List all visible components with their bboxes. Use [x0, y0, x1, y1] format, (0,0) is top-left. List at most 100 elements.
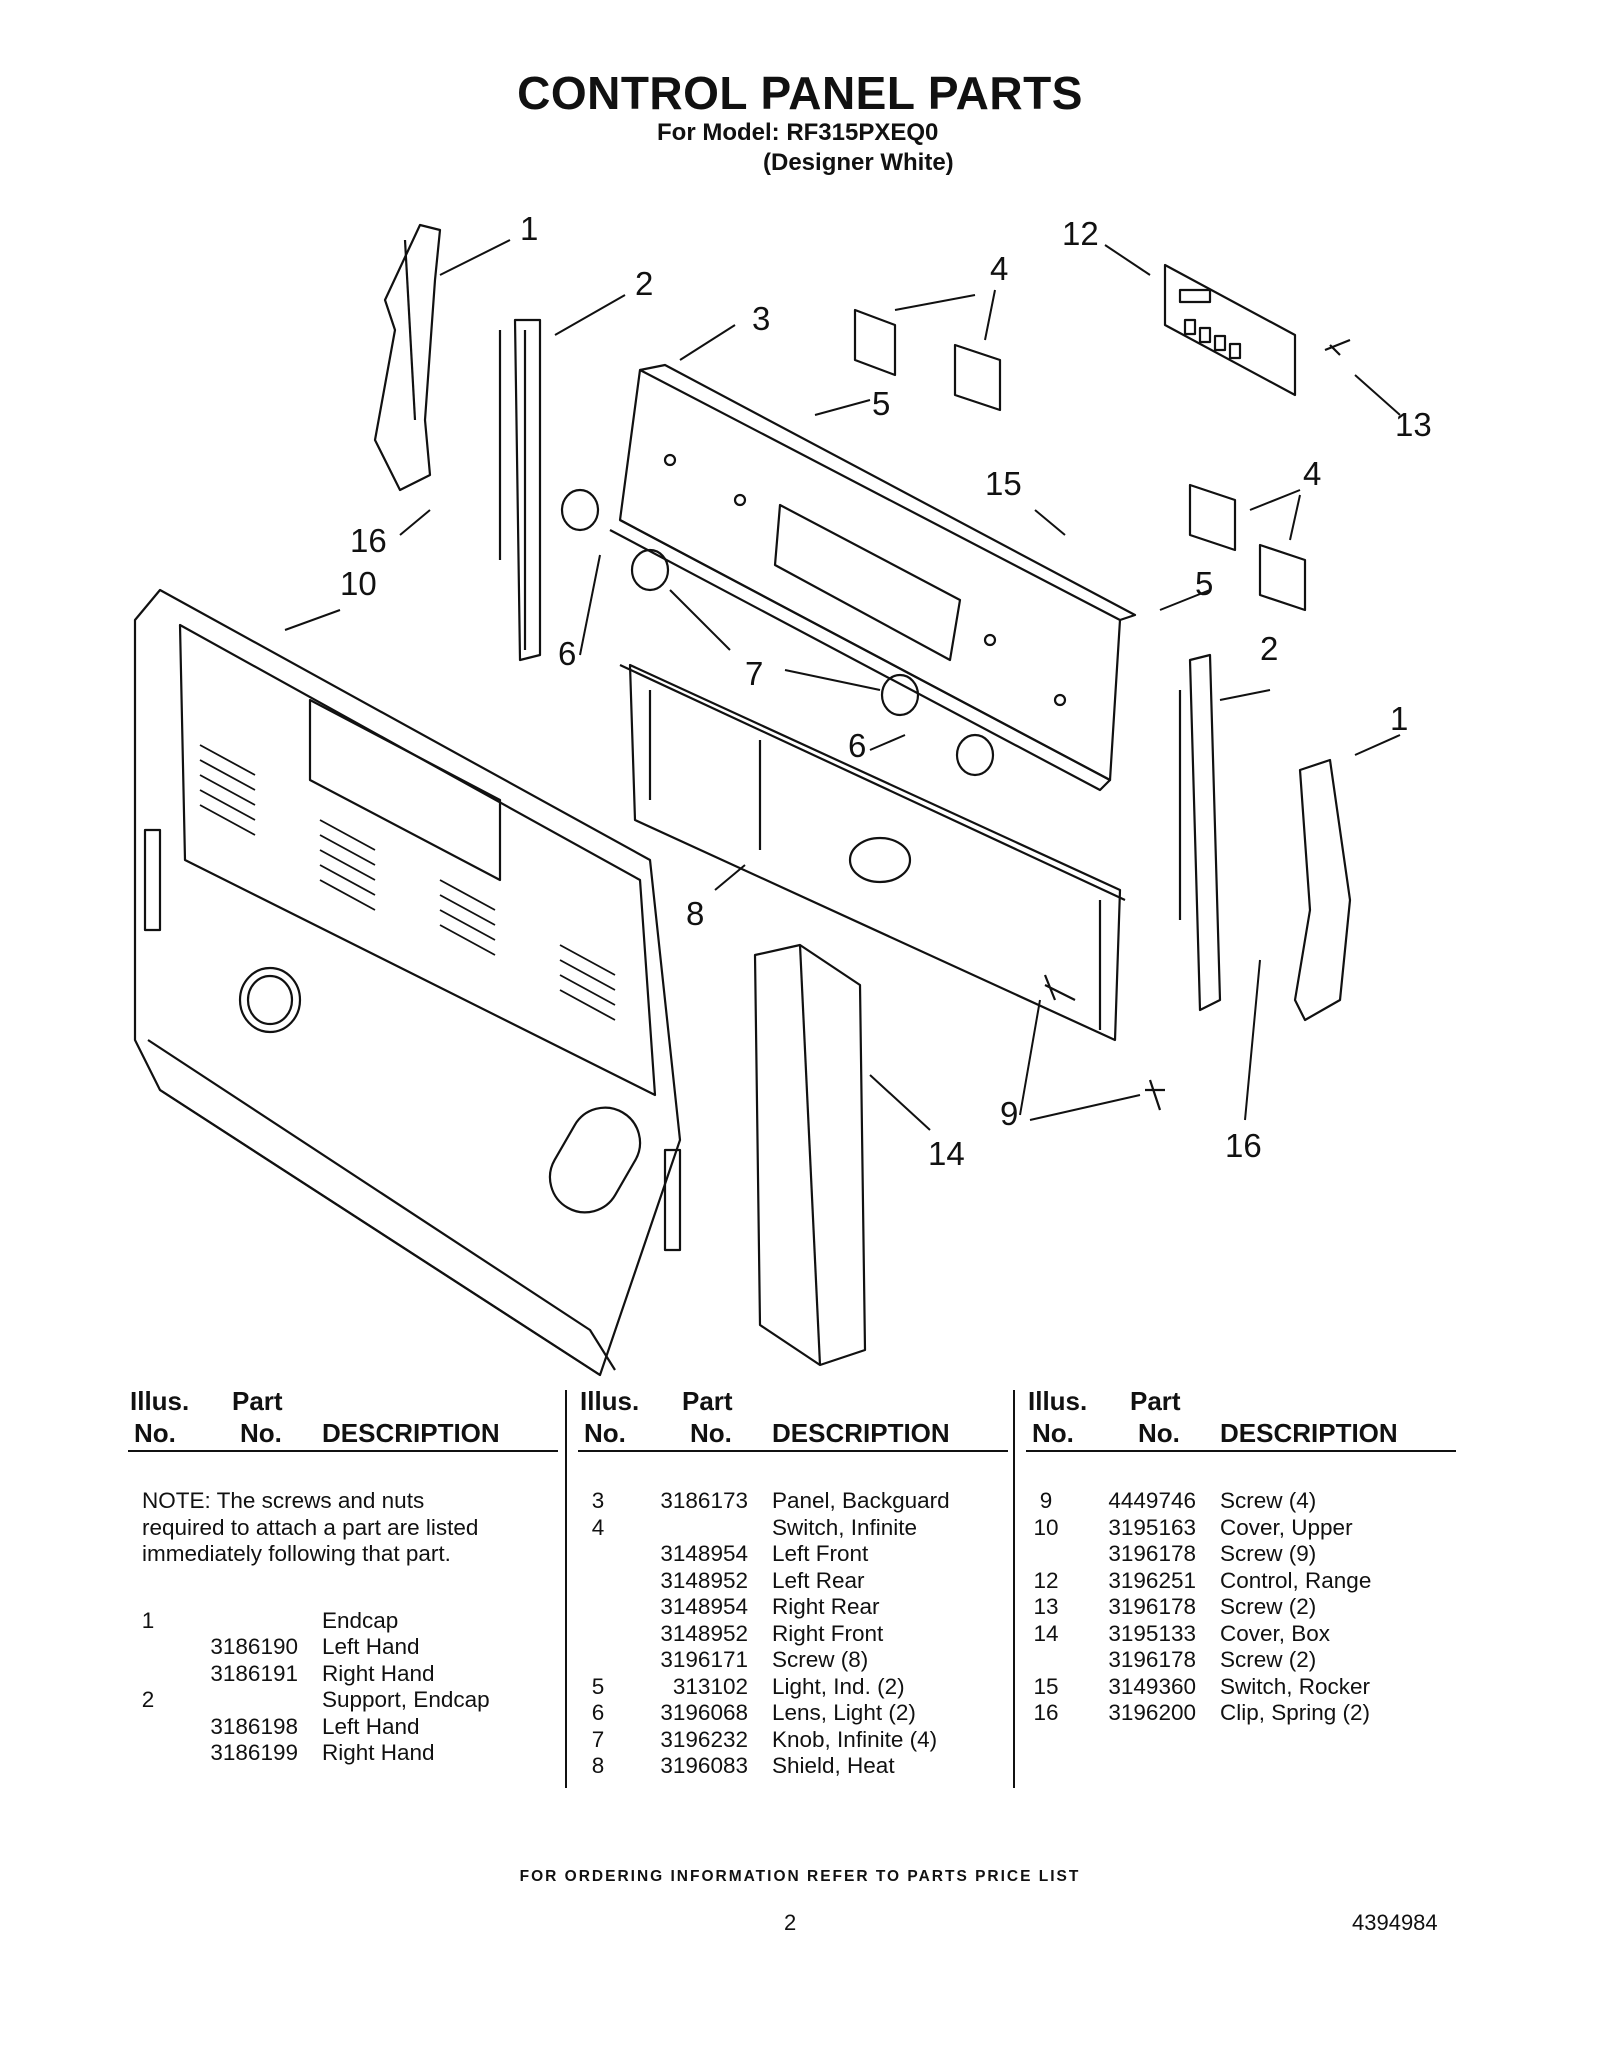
illus-number: 15 [1033, 1673, 1059, 1699]
header-part: Part [1130, 1386, 1181, 1416]
part-number: 3186191 [210, 1660, 298, 1686]
page-number: 2 [784, 1910, 797, 1935]
column-divider [565, 1390, 567, 1788]
part-number: 3148954 [660, 1541, 748, 1566]
header-part-no: No. [240, 1418, 282, 1448]
illus-number: 1 [141, 1607, 155, 1633]
illus-number: 16 [1033, 1700, 1059, 1725]
header-part-no: No. [690, 1418, 732, 1448]
part-number: 4449746 [1108, 1488, 1196, 1513]
part-description: Control, Range [1220, 1567, 1372, 1593]
part-description: Cover, Upper [1220, 1514, 1353, 1540]
callout-13: 13 [1395, 406, 1432, 443]
callout-9: 9 [1000, 1095, 1018, 1132]
part-description: Shield, Heat [772, 1753, 895, 1778]
right-endcap-part [1293, 758, 1352, 1022]
column-header: Illus. No. Part No. DESCRIPTION [578, 1386, 1008, 1452]
callout-5-lower: 5 [1195, 565, 1213, 602]
callout-4-lower: 4 [1303, 455, 1321, 492]
part-description: Screw (9) [1220, 1541, 1317, 1566]
part-number: 3196171 [660, 1647, 748, 1672]
box-cover-part [753, 943, 867, 1367]
parts-note: NOTE: The screws and nuts required to at… [142, 1488, 479, 1566]
part-description: Screw (4) [1220, 1488, 1317, 1513]
screw-parts [1043, 338, 1351, 1111]
page-title: CONTROL PANEL PARTS [517, 67, 1083, 119]
part-number: 3196251 [1108, 1567, 1196, 1593]
callout-15: 15 [985, 465, 1022, 502]
callout-4-upper: 4 [990, 250, 1008, 287]
exploded-parts-diagram: 1 2 3 4 5 12 13 15 4 5 16 10 6 7 6 2 1 8… [133, 210, 1432, 1377]
part-description: Switch, Infinite [772, 1514, 918, 1540]
callout-7: 7 [745, 655, 763, 692]
header-part: Part [232, 1386, 283, 1416]
callout-16-left: 16 [350, 522, 387, 559]
header-description: DESCRIPTION [1220, 1418, 1398, 1448]
leader-lines [284, 239, 1401, 1131]
header-illus-no: No. [134, 1418, 176, 1448]
header-description: DESCRIPTION [772, 1418, 950, 1448]
part-number: 3148952 [660, 1620, 748, 1646]
model-line: For Model: RF315PXEQ0 [657, 119, 939, 146]
illus-number: 13 [1033, 1594, 1059, 1619]
part-number: 3195163 [1108, 1514, 1196, 1540]
part-description: Screw (2) [1220, 1594, 1317, 1619]
part-description: Clip, Spring (2) [1220, 1700, 1371, 1725]
knob-parts [560, 488, 995, 777]
callout-1-left: 1 [520, 210, 538, 247]
table-row: 3196171 Screw (8) [578, 1647, 1008, 1674]
illus-number: 3 [591, 1488, 605, 1513]
part-number: 313102 [672, 1673, 748, 1699]
header-illus: Illus. [580, 1386, 640, 1416]
part-description: Switch, Rocker [1220, 1673, 1371, 1699]
part-number: 3196200 [1108, 1700, 1196, 1725]
part-number: 3149360 [1108, 1673, 1196, 1699]
illus-number: 8 [591, 1753, 605, 1778]
part-description: Endcap [322, 1607, 399, 1633]
table-row: 9 4449746 Screw (4) [1026, 1488, 1456, 1515]
table-row: 3196178 Screw (9) [1026, 1541, 1456, 1568]
callout-1-right: 1 [1390, 700, 1408, 737]
infinite-switch-parts [853, 308, 1307, 612]
part-description: Right Hand [322, 1740, 435, 1765]
callout-8: 8 [686, 895, 704, 932]
illus-number: 9 [1039, 1488, 1053, 1513]
illus-number: 5 [591, 1673, 605, 1699]
part-number: 3196178 [1108, 1541, 1196, 1566]
callout-12: 12 [1062, 215, 1099, 252]
range-control-part [1163, 263, 1297, 397]
diagram-callouts: 1 2 3 4 5 12 13 15 4 5 16 10 6 7 6 2 1 8… [340, 210, 1432, 1172]
part-description: Left Front [772, 1541, 869, 1566]
header-illus: Illus. [130, 1386, 190, 1416]
header-part-no: No. [1138, 1418, 1180, 1448]
part-description: Lens, Light (2) [772, 1700, 916, 1725]
table-row: 12 3196251 Control, Range [1026, 1568, 1456, 1595]
part-number: 3148954 [660, 1594, 748, 1619]
upper-cover-part [133, 588, 682, 1377]
illus-number: 12 [1033, 1567, 1059, 1593]
part-description: Light, Ind. (2) [772, 1673, 905, 1699]
left-support-part [498, 318, 542, 662]
part-description: Screw (8) [772, 1647, 869, 1672]
left-endcap-part [373, 223, 442, 492]
part-description: Support, Endcap [322, 1687, 490, 1712]
part-description: Right Hand [322, 1660, 435, 1686]
parts-column-1: Illus. No. Part No. DESCRIPTION NOTE: Th… [128, 1386, 558, 1767]
callout-14: 14 [928, 1135, 965, 1172]
table-row: 15 3149360 Switch, Rocker [1026, 1674, 1456, 1701]
illus-number: 6 [591, 1700, 605, 1725]
